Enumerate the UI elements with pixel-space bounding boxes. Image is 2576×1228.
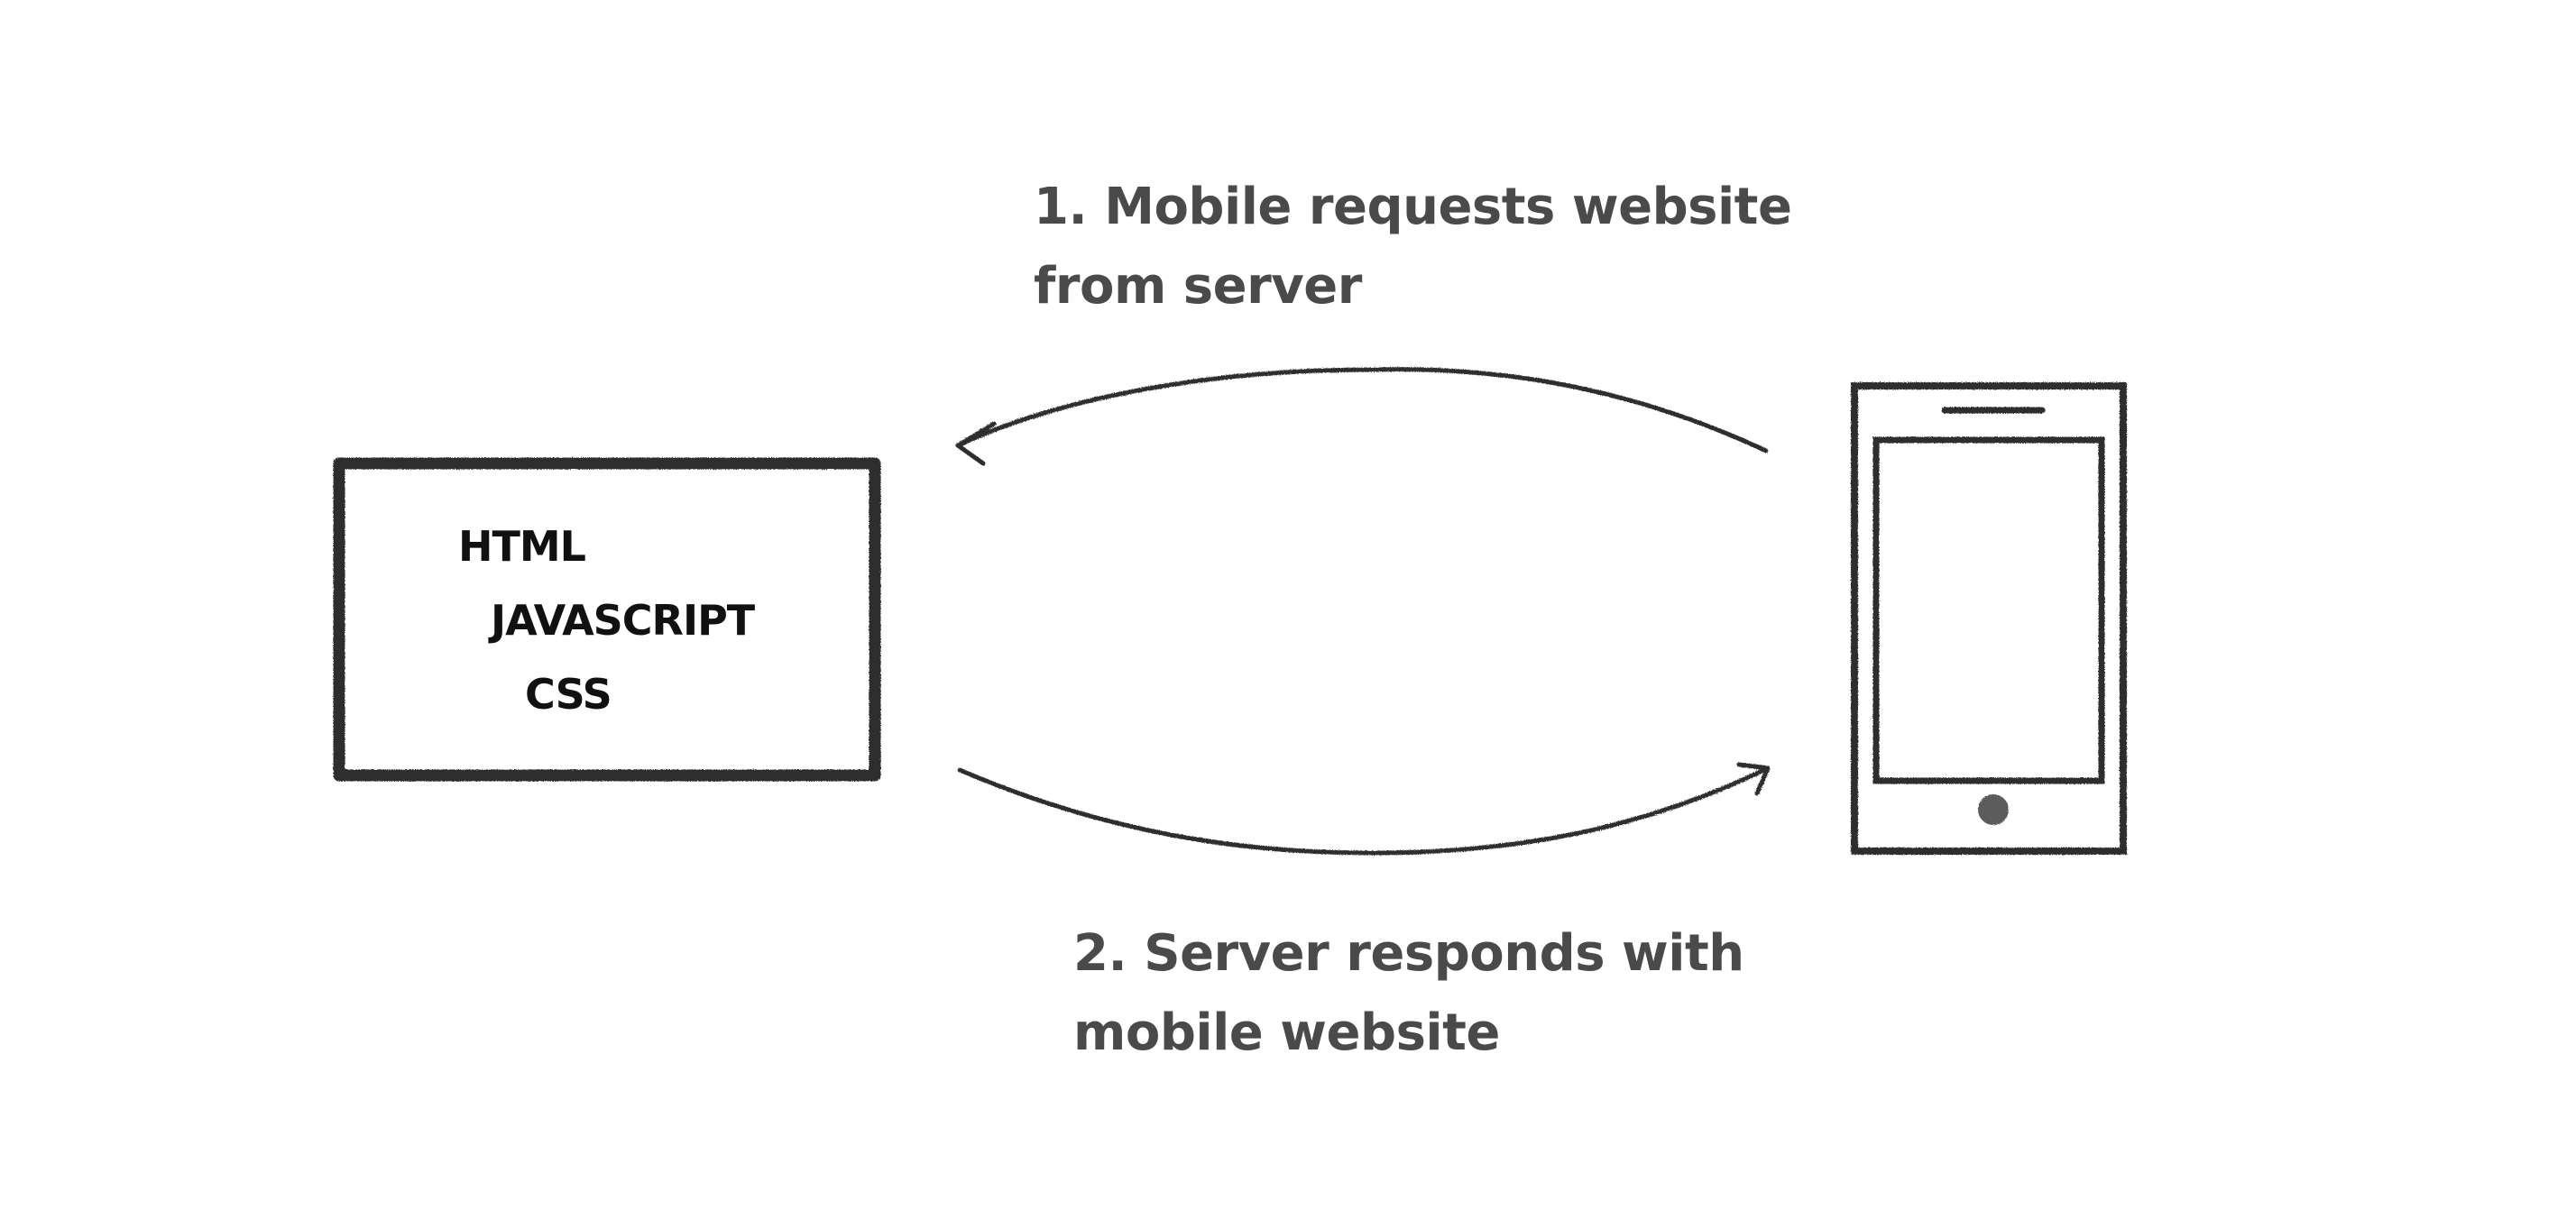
request-arrowhead	[955, 421, 997, 466]
arrow-left-curved-icon	[955, 367, 1769, 466]
phone-screen	[1872, 436, 2105, 784]
response-arrowhead	[1736, 762, 1771, 796]
phone-home-button	[1978, 794, 2009, 825]
response-caption: 2. Server responds with mobile website	[1073, 914, 1744, 1073]
mobile-phone-icon	[1851, 382, 2127, 855]
request-caption: 1. Mobile requests website from server	[1034, 168, 1792, 326]
phone-body	[1851, 382, 2127, 855]
server-box-outline	[333, 457, 881, 782]
arrow-right-curved-icon	[957, 762, 1771, 856]
response-caption-line2: mobile website	[1073, 1003, 1500, 1062]
server-box-icon	[333, 457, 881, 782]
request-arrow-path	[955, 367, 1769, 454]
request-caption-line1: 1. Mobile requests website	[1034, 178, 1792, 236]
server-item-css: CSS	[525, 670, 612, 719]
request-caption-line2: from server	[1034, 257, 1362, 316]
response-arrow-path	[957, 765, 1771, 856]
server-item-html: HTML	[458, 522, 586, 571]
response-caption-line1: 2. Server responds with	[1073, 924, 1744, 983]
server-item-javascript: JAVASCRIPT	[491, 596, 755, 645]
